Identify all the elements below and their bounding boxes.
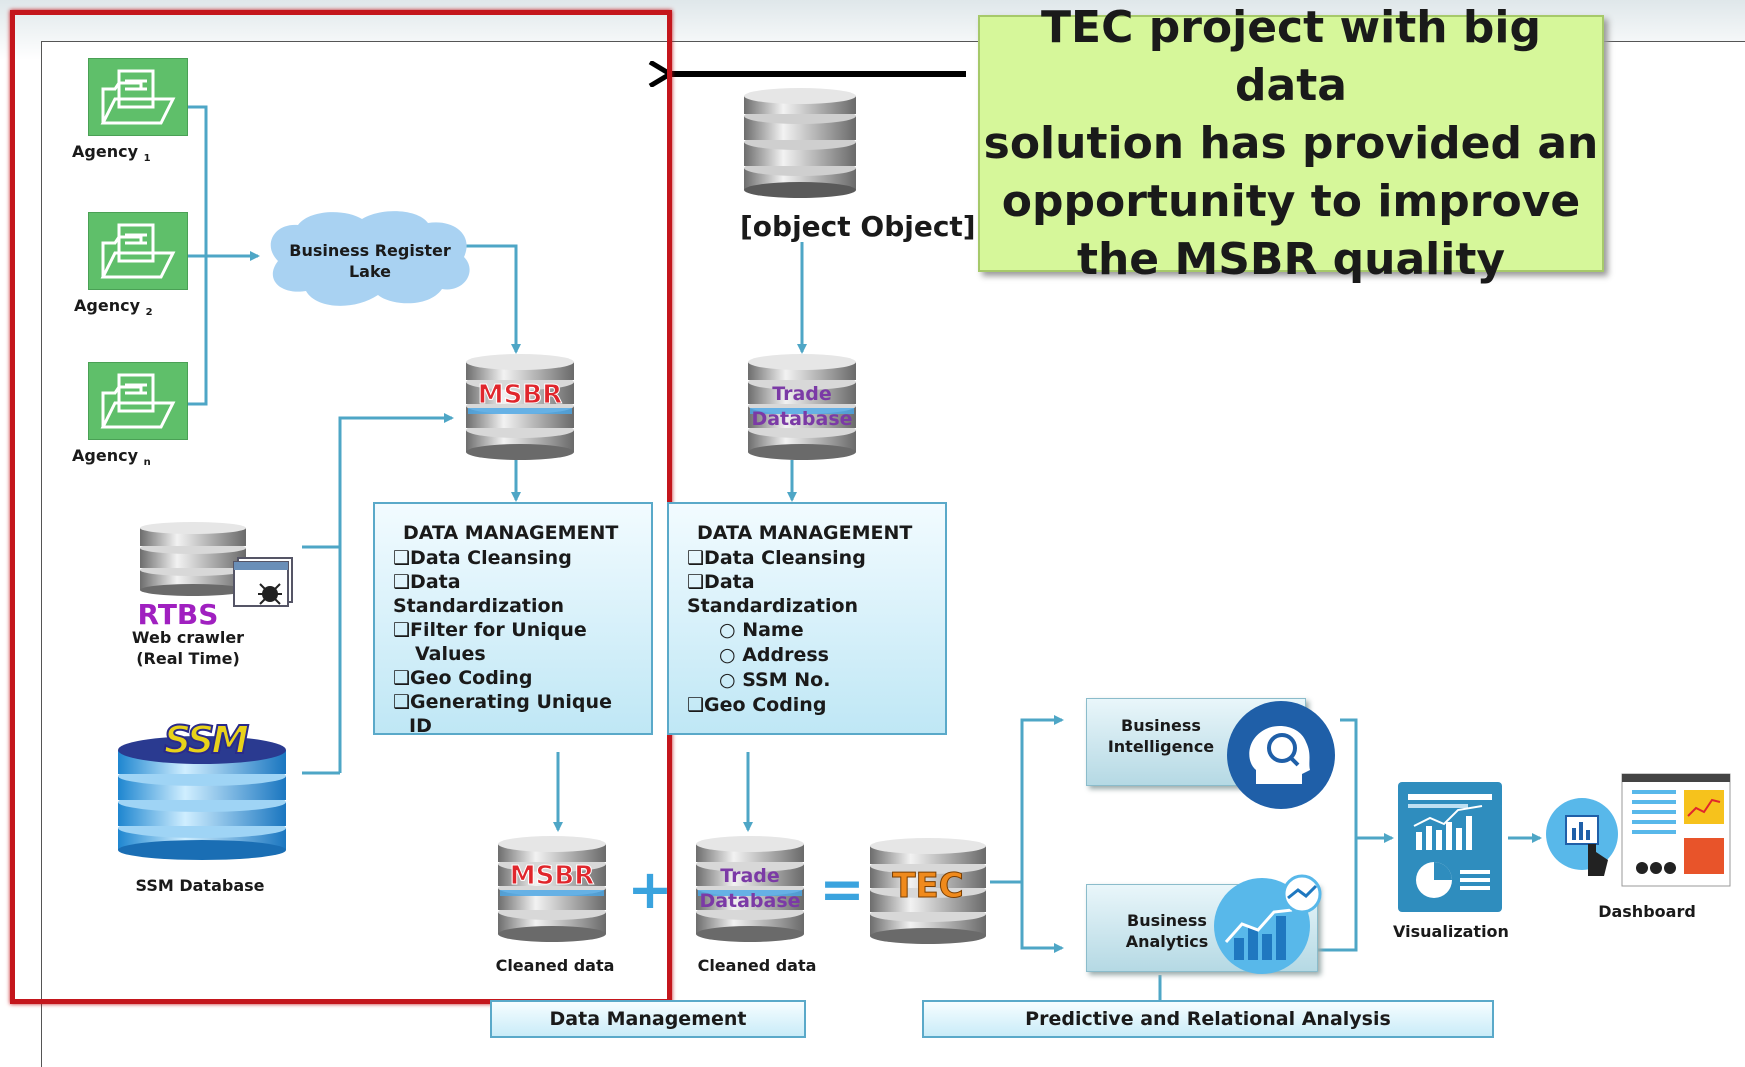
callout-box: TEC project with big data solution has p… xyxy=(978,2,1604,285)
dm-right-sub-3: SSM No. xyxy=(742,669,831,691)
bullet-icon: ○ xyxy=(719,644,743,666)
dm-right-item-3: Geo Coding xyxy=(704,694,827,716)
trade-db-label-line1: Trade xyxy=(772,383,832,405)
dm-left-item-5: Generating Unique xyxy=(410,691,612,713)
rtbs-database-icon xyxy=(140,522,246,596)
tec-database-icon xyxy=(870,838,986,944)
analytics-chart-icon xyxy=(1214,874,1322,974)
agency-1-label: Agency xyxy=(72,142,138,161)
folder-icon xyxy=(88,58,188,136)
dm-right-box: DATA MANAGEMENT ❑Data Cleansing ❑Data St… xyxy=(667,502,947,735)
dm-left-box: DATA MANAGEMENT ❑Data Cleansing ❑Data St… xyxy=(373,502,653,737)
plus-icon: + xyxy=(627,858,673,921)
predictive-analysis-label: Predictive and Relational Analysis xyxy=(1025,1008,1391,1030)
trade-db-label-line2: Database xyxy=(751,408,853,430)
checkbox-icon: ❑ xyxy=(393,691,411,713)
ssm-label: SSM Database xyxy=(135,876,265,895)
rtbs-title: RTBS xyxy=(137,598,219,631)
tec-bi-connector xyxy=(1020,715,1064,882)
msbr-cleaned-label: MSBR xyxy=(509,861,595,892)
data-management-label: Data Management xyxy=(549,1008,747,1030)
dm-left-item-3: Filter for Unique xyxy=(410,619,587,641)
dm-left-item-1: Data Cleansing xyxy=(410,547,572,569)
checkbox-icon: ❑ xyxy=(687,694,705,716)
web-crawler-icon xyxy=(233,557,293,607)
checkbox-icon: ❑ xyxy=(393,571,411,593)
folder-icon xyxy=(88,362,188,440)
folder-icon xyxy=(88,212,188,290)
trade-cleaned-database-icon xyxy=(696,836,804,942)
dm-right-sub-2: Address xyxy=(742,644,829,666)
cloud-icon xyxy=(270,211,470,306)
dm-right-title: DATA MANAGEMENT xyxy=(697,522,913,544)
dm-right-item-2: Data Standardization xyxy=(687,571,859,617)
bi-vis-connector xyxy=(1340,718,1358,838)
bi-label: Business Intelligence xyxy=(1107,716,1215,756)
dm-left-item-3b: Values xyxy=(415,643,486,665)
checkbox-icon: ❑ xyxy=(393,619,411,641)
rtbs-line2: (Real Time) xyxy=(136,649,240,668)
agency-1-sub: 1 xyxy=(143,153,151,165)
visualization-label: Visualization xyxy=(1393,922,1509,941)
dashboard-icon xyxy=(1546,773,1731,887)
agency1-connector xyxy=(186,105,208,256)
smk-database-icon xyxy=(744,88,856,198)
checkbox-icon: ❑ xyxy=(687,571,705,593)
agency-2-label: Agency xyxy=(74,296,140,315)
dm-left-item-2: Data Standardization xyxy=(393,571,565,617)
msbr-database-icon xyxy=(466,354,574,460)
cleaned-right-label: Cleaned data xyxy=(697,956,817,975)
trade-cleaned-label-line2: Database xyxy=(699,890,801,912)
agency-n-connector xyxy=(186,256,208,406)
msbr-db-label: MSBR xyxy=(477,380,563,411)
ssm-logo-text: SSM xyxy=(163,717,250,763)
checkbox-icon: ❑ xyxy=(393,667,411,689)
agency-2-sub: 2 xyxy=(145,307,153,319)
equals-icon: = xyxy=(819,858,865,921)
trade-database-icon xyxy=(748,354,856,460)
trade-cleaned-label-line1: Trade xyxy=(720,865,780,887)
dm-left-item-4: Geo Coding xyxy=(410,667,533,689)
lake-msbr-connector xyxy=(460,244,521,354)
sources-connector xyxy=(302,413,454,549)
dashboard-label: Dashboard xyxy=(1598,902,1696,921)
visualization-tablet-icon xyxy=(1398,782,1502,912)
dm-left-title: DATA MANAGEMENT xyxy=(403,522,619,544)
msbr-cleaned-database-icon xyxy=(498,836,606,942)
ssm-database-icon xyxy=(118,736,286,860)
brain-head-icon xyxy=(1227,701,1335,809)
rtbs-line1: Web crawler xyxy=(131,628,245,647)
tec-ba-connector xyxy=(1020,882,1064,953)
checkbox-icon: ❑ xyxy=(393,547,411,569)
data-management-tab: Data Management xyxy=(490,1000,806,1038)
ba-vis-connector xyxy=(1316,838,1358,952)
bullet-icon: ○ xyxy=(719,669,743,691)
agency-n-sub: n xyxy=(143,457,151,469)
agency-n-label: Agency xyxy=(72,446,138,465)
predictive-analysis-tab: Predictive and Relational Analysis xyxy=(922,1000,1494,1038)
dm-right-sub-1: Name xyxy=(742,619,804,641)
callout-text: TEC project with big data solution has p… xyxy=(983,1,1599,285)
ba-label: Business Analytics xyxy=(1125,911,1209,951)
bullet-icon: ○ xyxy=(719,619,743,641)
cleaned-left-label: Cleaned data xyxy=(495,956,615,975)
dm-left-item-5b: ID xyxy=(409,715,432,737)
lake-label: Business Register Lake xyxy=(289,241,451,281)
smk-label: [object Object] xyxy=(740,210,976,243)
tec-label: TEC xyxy=(892,866,964,907)
checkbox-icon: ❑ xyxy=(687,547,705,569)
dm-right-item-1: Data Cleansing xyxy=(704,547,866,569)
